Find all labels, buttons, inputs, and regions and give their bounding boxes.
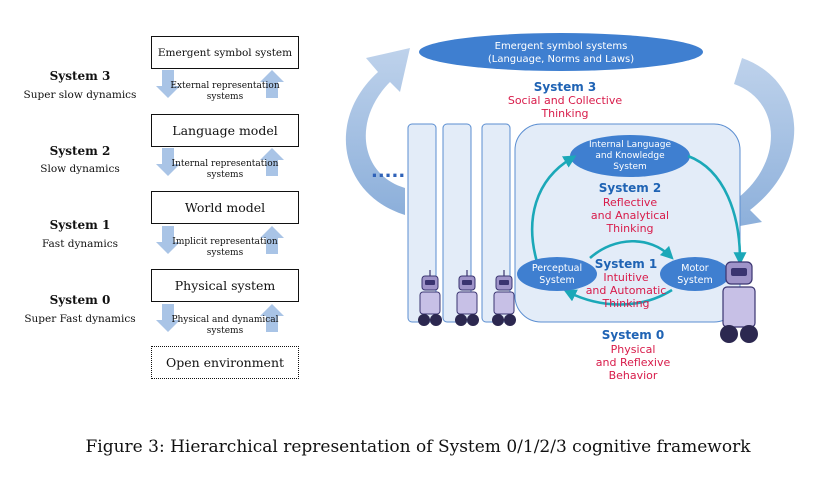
- internal-language-ellipse: [570, 135, 690, 177]
- level-dynamics-system-0: Super Fast dynamics: [24, 313, 136, 325]
- representation-line: systems: [206, 248, 244, 258]
- perceptual-line2: System: [539, 275, 574, 286]
- representation-label-physical: Physical and dynamical systems: [170, 315, 280, 337]
- robot-icon: [492, 270, 516, 326]
- system2-line3: Thinking: [605, 222, 653, 235]
- representation-label-internal: Internal representation systems: [170, 159, 280, 181]
- big-curved-arrow-right: [718, 58, 795, 230]
- representation-line: systems: [206, 92, 244, 102]
- right-cognitive-diagram: Emergent symbol systems (Language, Norms…: [345, 33, 795, 382]
- box-emergent-symbol-system: Emergent symbol system: [151, 36, 299, 69]
- system1-line1: Intuitive: [603, 271, 648, 284]
- box-physical-system: Physical system: [151, 269, 299, 302]
- teal-arrow-perceptual-to-motor: [589, 239, 674, 260]
- internal-ellipse-line1: Internal Language: [589, 140, 671, 150]
- robot-icon: [455, 270, 479, 326]
- motor-line2: System: [677, 275, 712, 286]
- system2-title: System 2: [599, 181, 662, 195]
- system3-line2: Thinking: [540, 107, 588, 120]
- representation-label-external: External representation systems: [170, 81, 280, 103]
- ellipsis-dots: .....: [371, 161, 405, 182]
- robot-icon: [418, 270, 442, 326]
- top-ellipse-line1: Emergent symbol systems: [495, 41, 628, 52]
- motor-system-ellipse: [660, 257, 730, 291]
- level-label-system-0: System 0: [49, 293, 111, 307]
- box-open-environment: Open environment: [151, 346, 299, 379]
- level-dynamics-system-1: Fast dynamics: [41, 238, 119, 250]
- representation-line: External representation: [170, 81, 280, 91]
- up-arrow: [260, 70, 284, 98]
- large-robot-icon: [720, 261, 758, 343]
- figure-caption: Figure 3: Hierarchical representation of…: [85, 437, 751, 457]
- system1-title: System 1: [595, 257, 658, 271]
- down-arrow: [156, 304, 180, 332]
- up-arrow: [260, 148, 284, 176]
- system0-line3: Behavior: [609, 369, 658, 382]
- box-language-model: Language model: [151, 114, 299, 147]
- teal-arrow-perceptual-to-internal: [530, 155, 577, 263]
- down-arrow: [156, 148, 180, 176]
- level-dynamics-system-3: Super slow dynamics: [23, 89, 137, 101]
- system0-line2: and Reflexive: [596, 356, 671, 369]
- system3-line1: Social and Collective: [508, 94, 623, 107]
- perceptual-system-ellipse: [517, 257, 597, 291]
- up-arrow: [260, 304, 284, 332]
- big-curved-arrow-left: [345, 48, 410, 215]
- motor-line1: Motor: [681, 263, 709, 274]
- emergent-symbol-systems-ellipse: [419, 33, 703, 71]
- system1-line2: and Automatic: [586, 284, 667, 297]
- system2-line2: and Analytical: [591, 209, 669, 222]
- system1-line3: Thinking: [601, 297, 649, 310]
- level-label-system-1: System 1: [49, 218, 111, 232]
- top-ellipse-line2: (Language, Norms and Laws): [488, 54, 634, 65]
- down-arrow: [156, 226, 180, 254]
- system2-line1: Reflective: [603, 196, 658, 209]
- level-label-system-3: System 3: [49, 69, 111, 83]
- representation-line: systems: [206, 326, 244, 336]
- level-label-system-2: System 2: [49, 144, 111, 158]
- representation-line: Implicit representation: [172, 237, 278, 247]
- left-arrows: [156, 70, 284, 332]
- internal-ellipse-line3: System: [613, 162, 647, 172]
- representation-label-implicit: Implicit representation systems: [170, 237, 280, 259]
- representation-line: Physical and dynamical: [171, 315, 279, 325]
- representation-line: Internal representation: [171, 159, 279, 169]
- internal-ellipse-line2: and Knowledge: [595, 151, 665, 161]
- system0-line1: Physical: [611, 343, 656, 356]
- system3-title: System 3: [534, 80, 597, 94]
- up-arrow: [260, 226, 284, 254]
- representation-line: systems: [206, 170, 244, 180]
- teal-arrow-internal-to-motor: [687, 154, 747, 266]
- perceptual-line1: Perceptual: [532, 263, 582, 274]
- box-world-model: World model: [151, 191, 299, 224]
- system0-title: System 0: [602, 328, 665, 342]
- teal-arrow-motor-to-perceptual: [563, 288, 673, 306]
- level-dynamics-system-2: Slow dynamics: [40, 163, 120, 175]
- down-arrow: [156, 70, 180, 98]
